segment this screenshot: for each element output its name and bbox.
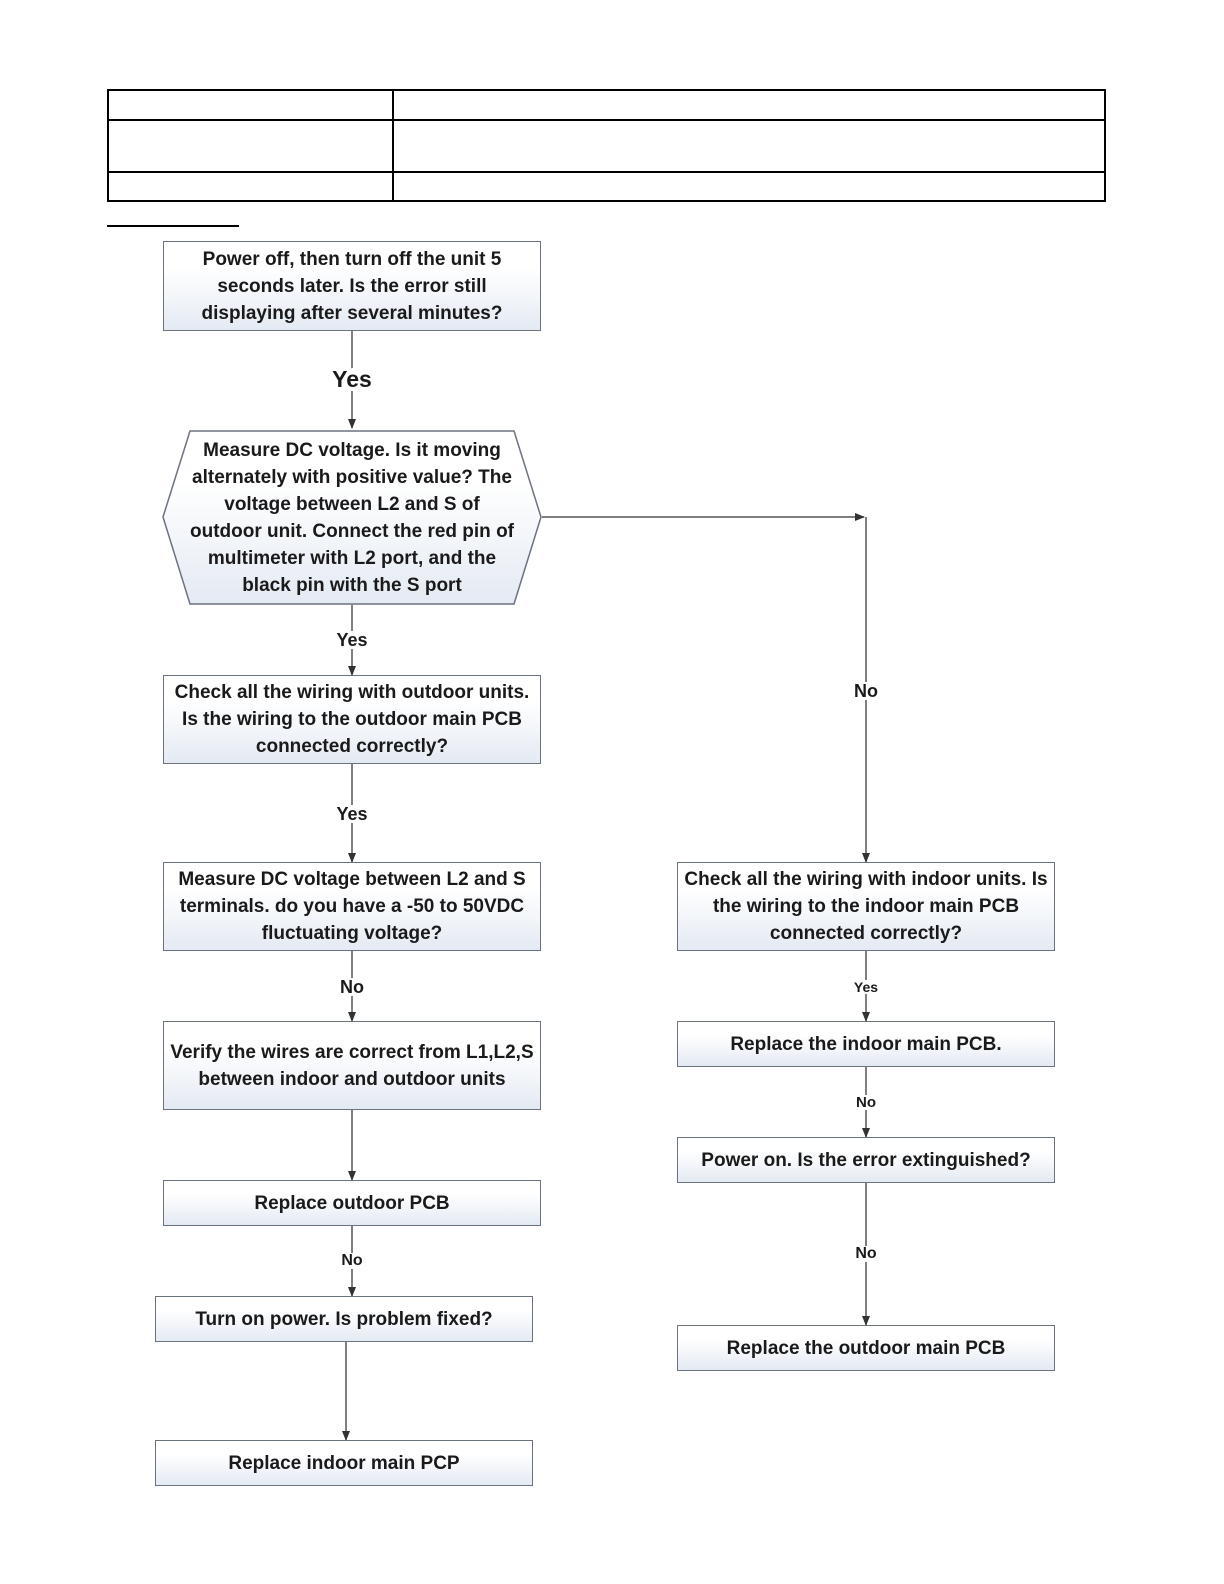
- step-replace-outdoor-main-pcb: Replace the outdoor main PCB: [677, 1325, 1055, 1371]
- label-no: No: [848, 682, 884, 700]
- step-text: Check all the wiring with indoor units. …: [684, 869, 1048, 944]
- step-replace-indoor-pcb: Replace the indoor main PCB.: [677, 1021, 1055, 1067]
- step-text: Replace indoor main PCP: [228, 1452, 460, 1474]
- step-measure-dc-terminals: Measure DC voltage between L2 and S term…: [163, 862, 541, 951]
- label-yes: Yes: [330, 805, 374, 823]
- step-power-off: Power off, then turn off the unit 5 seco…: [163, 241, 541, 331]
- step-text: Replace the indoor main PCB.: [730, 1033, 1002, 1055]
- label-no: No: [852, 1246, 880, 1262]
- label-no: No: [334, 978, 370, 996]
- header-table: [107, 89, 1106, 202]
- table-cell: [107, 171, 394, 202]
- table-cell: [392, 171, 1106, 202]
- step-text: Turn on power. Is problem fixed?: [195, 1308, 493, 1330]
- table-cell: [392, 119, 1106, 173]
- step-turn-on-power: Turn on power. Is problem fixed?: [155, 1296, 533, 1342]
- hexagon-shape: [162, 430, 542, 605]
- step-check-indoor-wiring: Check all the wiring with indoor units. …: [677, 862, 1055, 951]
- step-text: Replace outdoor PCB: [254, 1192, 450, 1214]
- step-replace-outdoor-pcb: Replace outdoor PCB: [163, 1180, 541, 1226]
- heading-underline: [107, 225, 239, 227]
- step-text: Measure DC voltage between L2 and S term…: [178, 869, 526, 944]
- label-no: No: [852, 1095, 880, 1110]
- step-replace-indoor-pcp: Replace indoor main PCP: [155, 1440, 533, 1486]
- table-cell: [107, 119, 394, 173]
- table-cell: [107, 89, 394, 121]
- step-text: Verify the wires are correct from L1,L2,…: [170, 1041, 534, 1090]
- step-text: Power on. Is the error extinguished?: [701, 1149, 1031, 1171]
- step-text: Power off, then turn off the unit 5 seco…: [201, 248, 503, 324]
- step-text: Measure DC voltage. Is it moving alterna…: [189, 439, 514, 596]
- table-cell: [392, 89, 1106, 121]
- step-check-outdoor-wiring: Check all the wiring with outdoor units.…: [163, 675, 541, 764]
- label-yes: Yes: [330, 631, 374, 649]
- step-text: Replace the outdoor main PCB: [726, 1337, 1006, 1359]
- step-text: Check all the wiring with outdoor units.…: [174, 682, 530, 757]
- label-yes: Yes: [848, 980, 884, 994]
- label-yes: Yes: [326, 368, 378, 391]
- label-no: No: [336, 1253, 368, 1269]
- step-measure-dc-decision: Measure DC voltage. Is it moving alterna…: [162, 430, 542, 605]
- step-verify-wires: Verify the wires are correct from L1,L2,…: [163, 1021, 541, 1110]
- step-power-on-error: Power on. Is the error extinguished?: [677, 1137, 1055, 1183]
